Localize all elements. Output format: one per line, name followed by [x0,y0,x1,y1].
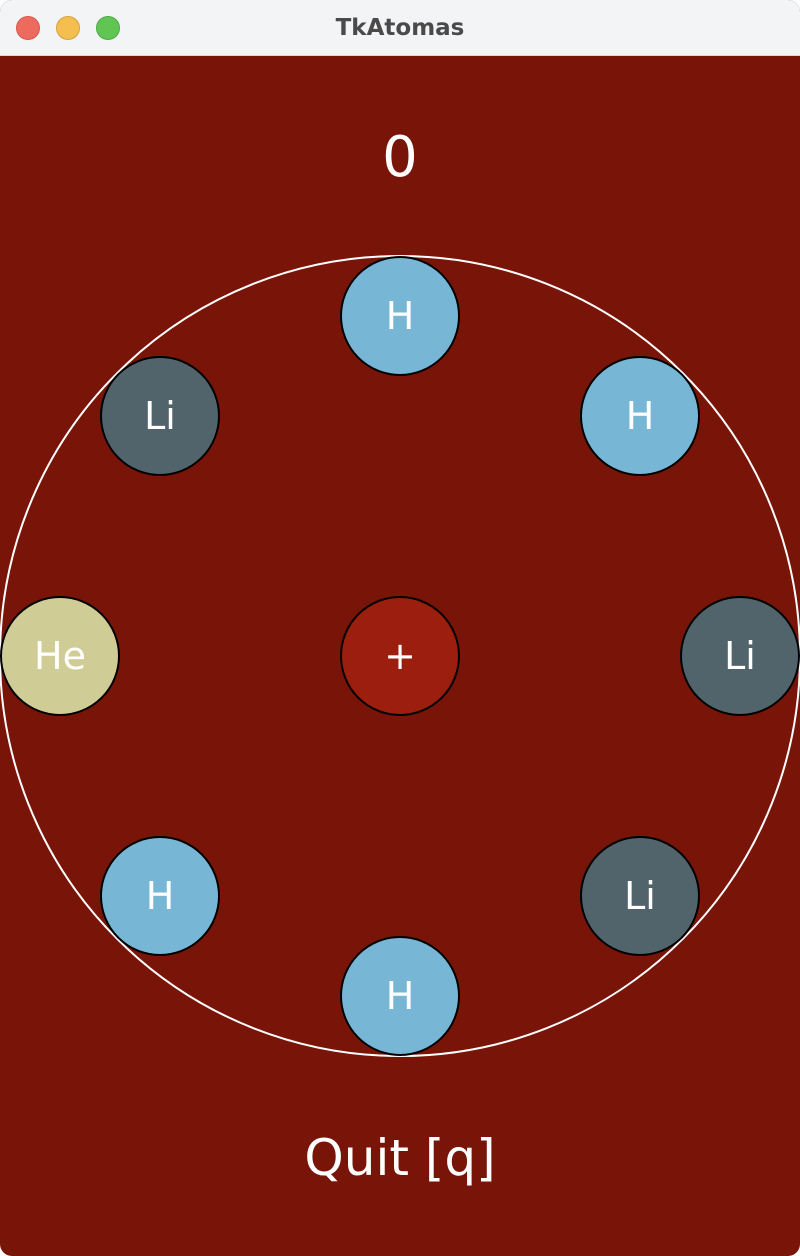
ring-atom[interactable]: H [340,256,460,376]
window-title: TkAtomas [335,15,465,41]
ring-atom[interactable]: Li [580,836,700,956]
ring-atom[interactable]: H [100,836,220,956]
ring-atom[interactable]: H [340,936,460,1056]
score-display: 0 [382,125,418,190]
atom-symbol: Li [144,394,176,438]
center-plus-atom[interactable]: + [340,596,460,716]
ring-atom[interactable]: He [0,596,120,716]
atom-symbol: H [385,974,415,1018]
ring-atom[interactable]: H [580,356,700,476]
atom-symbol: Li [724,634,756,678]
minimize-window-button[interactable] [56,16,80,40]
game-canvas[interactable]: 0 + H H Li Li H H He Li Quit [q [0,56,800,1256]
ring-atom[interactable]: Li [100,356,220,476]
center-atom-label: + [384,634,416,678]
atom-symbol: H [385,294,415,338]
atom-symbol: H [625,394,655,438]
close-window-button[interactable] [16,16,40,40]
atom-symbol: He [34,634,86,678]
title-bar: TkAtomas [0,0,800,56]
atom-symbol: H [145,874,175,918]
quit-button[interactable]: Quit [q] [304,1129,496,1187]
maximize-window-button[interactable] [96,16,120,40]
atom-symbol: Li [624,874,656,918]
ring-atom[interactable]: Li [680,596,800,716]
